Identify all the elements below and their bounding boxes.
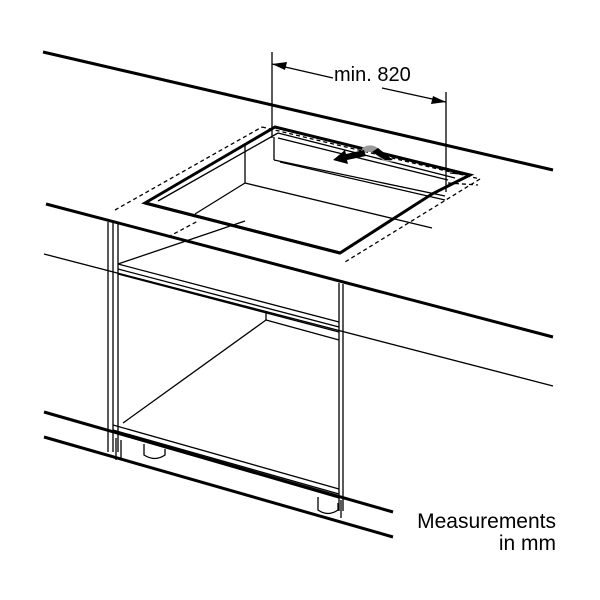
ventilation-arrows-icon <box>333 145 393 164</box>
worktop-cutout <box>141 125 479 255</box>
worktop-underside-line <box>43 253 554 387</box>
units-note-line2: in mm <box>498 532 556 555</box>
floor-front-line <box>43 410 394 514</box>
worktop-back-edge <box>42 50 554 172</box>
dimension-label: min. 820 <box>334 64 411 86</box>
hob-outline-dashed <box>114 126 481 263</box>
units-note-line1: Measurements <box>417 510 556 533</box>
worktop-front-edge <box>45 202 554 339</box>
floor-back-line <box>43 435 394 539</box>
dimension-lines <box>271 52 447 192</box>
base-cabinet <box>107 220 344 518</box>
units-note: Measurements in mm <box>396 511 556 555</box>
